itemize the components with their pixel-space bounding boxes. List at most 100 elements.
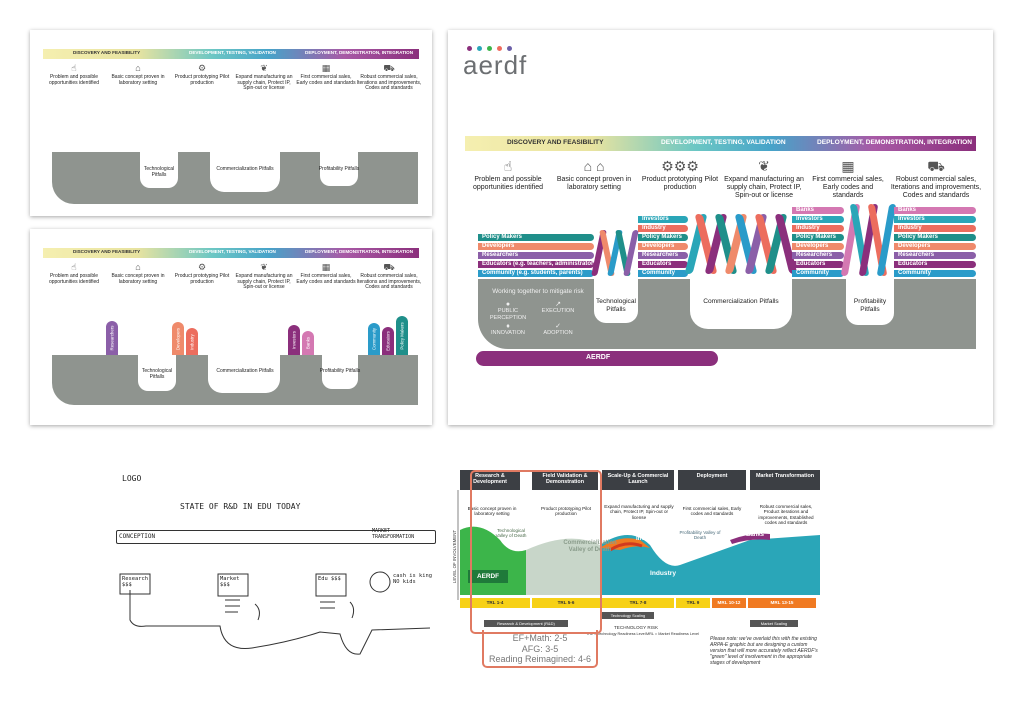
callout-afg: AFG: 3-5 xyxy=(521,643,559,654)
seedling-hand-icon: ❦ xyxy=(260,262,268,272)
band-label-discovery: DISCOVERY AND FEASIBILITY xyxy=(73,50,141,55)
mitigate-execution: ↗EXECUTION xyxy=(536,301,580,315)
arpa-desc-2: Product prototyping Pilot production xyxy=(540,506,592,517)
seedling-hand-icon: ❦ xyxy=(260,63,268,73)
stack-mid-policy-makers: Policy Makers xyxy=(638,234,688,241)
stack-mid-developers: Developers xyxy=(638,243,688,250)
arpa-industry: Industry xyxy=(650,570,677,577)
sketch-logo: LOGO xyxy=(122,474,142,483)
stack-rm-investors: Investors xyxy=(792,216,844,223)
arpa-col-2: Field Validation & Demonstration xyxy=(532,470,598,490)
panel-pitfalls-actors: DISCOVERY AND FEASIBILITY DEVELOPMENT, T… xyxy=(30,229,432,425)
pill-policy-makers: Policy Makers xyxy=(396,316,408,355)
stage-3-label: Product prototyping Pilot production xyxy=(174,273,230,285)
trl-5: MRL 10-12 xyxy=(712,598,746,608)
label-commercialization: Commercialization Pitfalls xyxy=(216,368,274,374)
stage-6: ⛟Robust commercial sales, Iterations and… xyxy=(356,262,422,291)
school-building-icon: ⌂ xyxy=(135,262,141,272)
trl-4: TRL 9 xyxy=(676,598,710,608)
arpa-footnote-left: TRL = Technology Readiness Level xyxy=(586,632,646,636)
band-label-development: DEVELOPMENT, TESTING, VALIDATION xyxy=(661,139,786,146)
sketch-right-end: MARKET TRANSFORMATION xyxy=(372,528,415,540)
storefront-icon: ▦ xyxy=(321,63,331,73)
stack-left-community: Community (e.g. students, parents) xyxy=(478,270,594,277)
trl-6: MRL 13-15 xyxy=(748,598,816,608)
lightbulb-hand-icon: ☝ xyxy=(503,158,513,174)
stage-5-label: First commercial sales, Early codes and … xyxy=(296,74,356,86)
sketch-bag-note: cash is king NO kids xyxy=(393,573,432,585)
arpa-rd-tag: Research & Development (R&D) xyxy=(484,620,568,627)
storefront-icon: ▦ xyxy=(321,262,331,272)
panel-pitfalls-basic: DISCOVERY AND FEASIBILITY DEVELOPMENT, T… xyxy=(30,30,432,216)
stack-rm-industry: Industry xyxy=(792,225,844,232)
stage-1-label: Problem and possible opportunities ident… xyxy=(48,273,100,285)
stack-r-investors: Investors xyxy=(894,216,976,223)
arpa-note: Please note: we've overlaid this with th… xyxy=(710,636,818,666)
band-label-discovery: DISCOVERY AND FEASIBILITY xyxy=(73,249,141,254)
label-technological: Technological Pitfalls xyxy=(143,166,175,178)
braid-3 xyxy=(840,202,897,278)
assembly-line-icon: ⚙⚙⚙ xyxy=(661,158,699,174)
stack-rm-researchers: Researchers xyxy=(792,252,844,259)
label-commercialization: Commercialization Pitfalls xyxy=(703,298,779,305)
stage-1-label: Problem and possible opportunities ident… xyxy=(472,176,544,191)
panel-aerdf: aerdf DISCOVERY AND FEASIBILITY DEVELOPM… xyxy=(448,30,993,425)
shopping-cart-icon: ⛟ xyxy=(383,262,395,272)
pit-technological xyxy=(594,279,638,323)
aerdf-bar: AERDF xyxy=(476,351,718,366)
arpa-valley-2: Commercialization Valley of Death xyxy=(563,540,617,553)
stack-left-educators: Educators (e.g. teachers, administrators… xyxy=(478,261,594,268)
label-profitability: Profitability Pitfalls xyxy=(319,368,361,374)
callout-reading: Reading Reimagined: 4-6 xyxy=(488,654,592,664)
assembly-line-icon: ⚙ xyxy=(197,63,207,73)
stage-2: ⌂Basic concept proven in laboratory sett… xyxy=(108,262,168,285)
arpa-valley-1: Technological Valley of Death xyxy=(495,528,527,539)
pill-community: Community xyxy=(368,323,380,355)
pit-commercialization xyxy=(210,152,280,192)
arpa-col-4: Deployment xyxy=(678,470,746,490)
trl-2: TRL 5-6 xyxy=(532,598,600,608)
stack-r-industry: Industry xyxy=(894,225,976,232)
stage-5-label: First commercial sales, Early codes and … xyxy=(296,273,356,285)
stage-5: ▦First commercial sales, Early codes and… xyxy=(296,262,356,285)
arpa-desc-3: Expand manufacturing and supply chain, P… xyxy=(604,504,674,520)
mitigate-adoption: ✓ADOPTION xyxy=(536,323,580,337)
pit-technological xyxy=(140,152,178,188)
braid-1 xyxy=(591,228,639,278)
pit-profitability xyxy=(320,152,358,186)
arpa-col-1: Research & Development xyxy=(460,470,520,490)
assembly-line-icon: ⚙ xyxy=(197,262,207,272)
stack-r-developers: Developers xyxy=(894,243,976,250)
stage-1: ☝Problem and possible opportunities iden… xyxy=(44,63,104,86)
band-label-development: DEVELOPMENT, TESTING, VALIDATION xyxy=(189,249,276,254)
stage-4-label: Expand manufacturing an supply chain, Pr… xyxy=(235,74,293,92)
stage-3: ⚙⚙⚙Product prototyping Pilot production xyxy=(638,158,722,192)
trl-3: TRL 7-8 xyxy=(602,598,674,608)
label-profitability: Profitability Pitfalls xyxy=(318,166,360,172)
stack-r-researchers: Researchers xyxy=(894,252,976,259)
stack-left-policy-makers: Policy Makers xyxy=(478,234,594,241)
lightbulb-hand-icon: ☝ xyxy=(71,262,77,272)
mitigate-title: Working together to mitigate risk xyxy=(492,288,584,295)
sketch-bucket-market: Market $$$ xyxy=(220,576,240,588)
band-label-deployment: DEPLOYMENT, DEMONSTRATION, INTEGRATION xyxy=(817,139,973,146)
check-icon: ✓ xyxy=(555,323,561,330)
stack-rm-community: Community xyxy=(792,270,844,277)
aerdf-logo: aerdf xyxy=(463,50,528,80)
band-label-deployment: DEPLOYMENT, DEMONSTRATION, INTEGRATION xyxy=(305,50,414,55)
sketch-drawing xyxy=(119,571,431,655)
stack-mid-industry: Industry xyxy=(638,225,688,232)
label-commercialization: Commercialization Pitfalls xyxy=(216,166,274,172)
arpa-highlight-box xyxy=(470,470,602,634)
pit-technological xyxy=(138,355,176,391)
bulb-icon: ♦ xyxy=(506,323,510,330)
pill-industry: Industry xyxy=(186,328,198,355)
arpa-desc-4: First commercial sales, Early codes and … xyxy=(682,506,742,517)
arpa-valley-3: Profitability Valley of Death xyxy=(679,530,721,541)
stack-rm-educators: Educators xyxy=(792,261,844,268)
stage-5: ▦First commercial sales, Early codes and… xyxy=(808,158,888,200)
storefront-icon: ▦ xyxy=(841,158,855,174)
arpa-footnote-right: MRL = Market Readiness Level xyxy=(646,632,699,636)
seedling-hand-icon: ❦ xyxy=(758,158,770,174)
stage-3-label: Product prototyping Pilot production xyxy=(174,74,230,86)
